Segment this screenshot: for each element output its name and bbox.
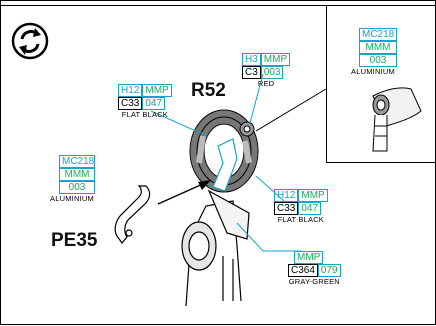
- paint-code: 003: [59, 181, 95, 194]
- callout-flat-black-top: H12 MMP C33 047 FLAT BLACK: [118, 84, 172, 119]
- hook-part-pe35: [114, 185, 151, 244]
- paint-brand: MMM: [359, 41, 397, 54]
- callout-flat-black-bottom: H12 MMP C33 047 FLAT BLACK: [274, 189, 328, 224]
- paint-brand: MMP: [142, 84, 172, 97]
- paint-brand: MMP: [260, 53, 291, 66]
- paint-code: C33: [118, 97, 143, 110]
- paint-code: 047: [298, 202, 322, 215]
- assembly-arrow: [157, 182, 206, 205]
- paint-color-name: FLAT BLACK: [121, 110, 169, 119]
- paint-code: H3: [242, 53, 261, 66]
- paint-code: C3: [242, 66, 261, 79]
- callout-red: H3 MMP C3 003 RED: [242, 53, 291, 88]
- paint-code: C364: [288, 264, 318, 277]
- paint-code: H12: [274, 189, 299, 202]
- paint-code: MC218: [359, 28, 397, 41]
- paint-brand: MMP: [294, 251, 324, 264]
- paint-code: MC218: [59, 155, 95, 168]
- paint-color-name: GRAY-GREEN: [288, 277, 340, 286]
- paint-color-name: ALUMINIUM: [50, 194, 94, 203]
- callout-gray-green: MMP C364 079 GRAY-GREEN: [288, 251, 341, 286]
- paint-code: C33: [274, 202, 299, 215]
- part-label-pe35: PE35: [51, 230, 98, 251]
- paint-code: 003: [260, 66, 284, 79]
- part-label-r52: R52: [191, 80, 226, 101]
- paint-color-name: RED: [257, 79, 275, 88]
- gun-body-shape: [181, 189, 250, 307]
- paint-code: 003: [359, 54, 397, 67]
- paint-color-name: ALUMINIUM: [351, 67, 395, 76]
- callout-aluminium-inset: MC218 MMM 003 ALUMINIUM: [351, 28, 397, 76]
- paint-brand: MMM: [59, 168, 95, 181]
- top-border: [1, 1, 435, 6]
- paint-code: 047: [142, 97, 166, 110]
- paint-code: 079: [317, 264, 341, 277]
- callout-aluminium-left: MC218 MMM 003 ALUMINIUM: [50, 155, 95, 203]
- paint-brand: MMP: [298, 189, 328, 202]
- paint-code: H12: [118, 84, 143, 97]
- arrowhead: [198, 180, 211, 190]
- inset-detail-sketch: [372, 87, 422, 152]
- paint-color-name: FLAT BLACK: [277, 215, 325, 224]
- insert-piece: [212, 138, 238, 192]
- detail-inset-frame: [326, 6, 436, 163]
- inset-leader: [255, 88, 327, 132]
- rotate-arrows-icon: [11, 22, 49, 60]
